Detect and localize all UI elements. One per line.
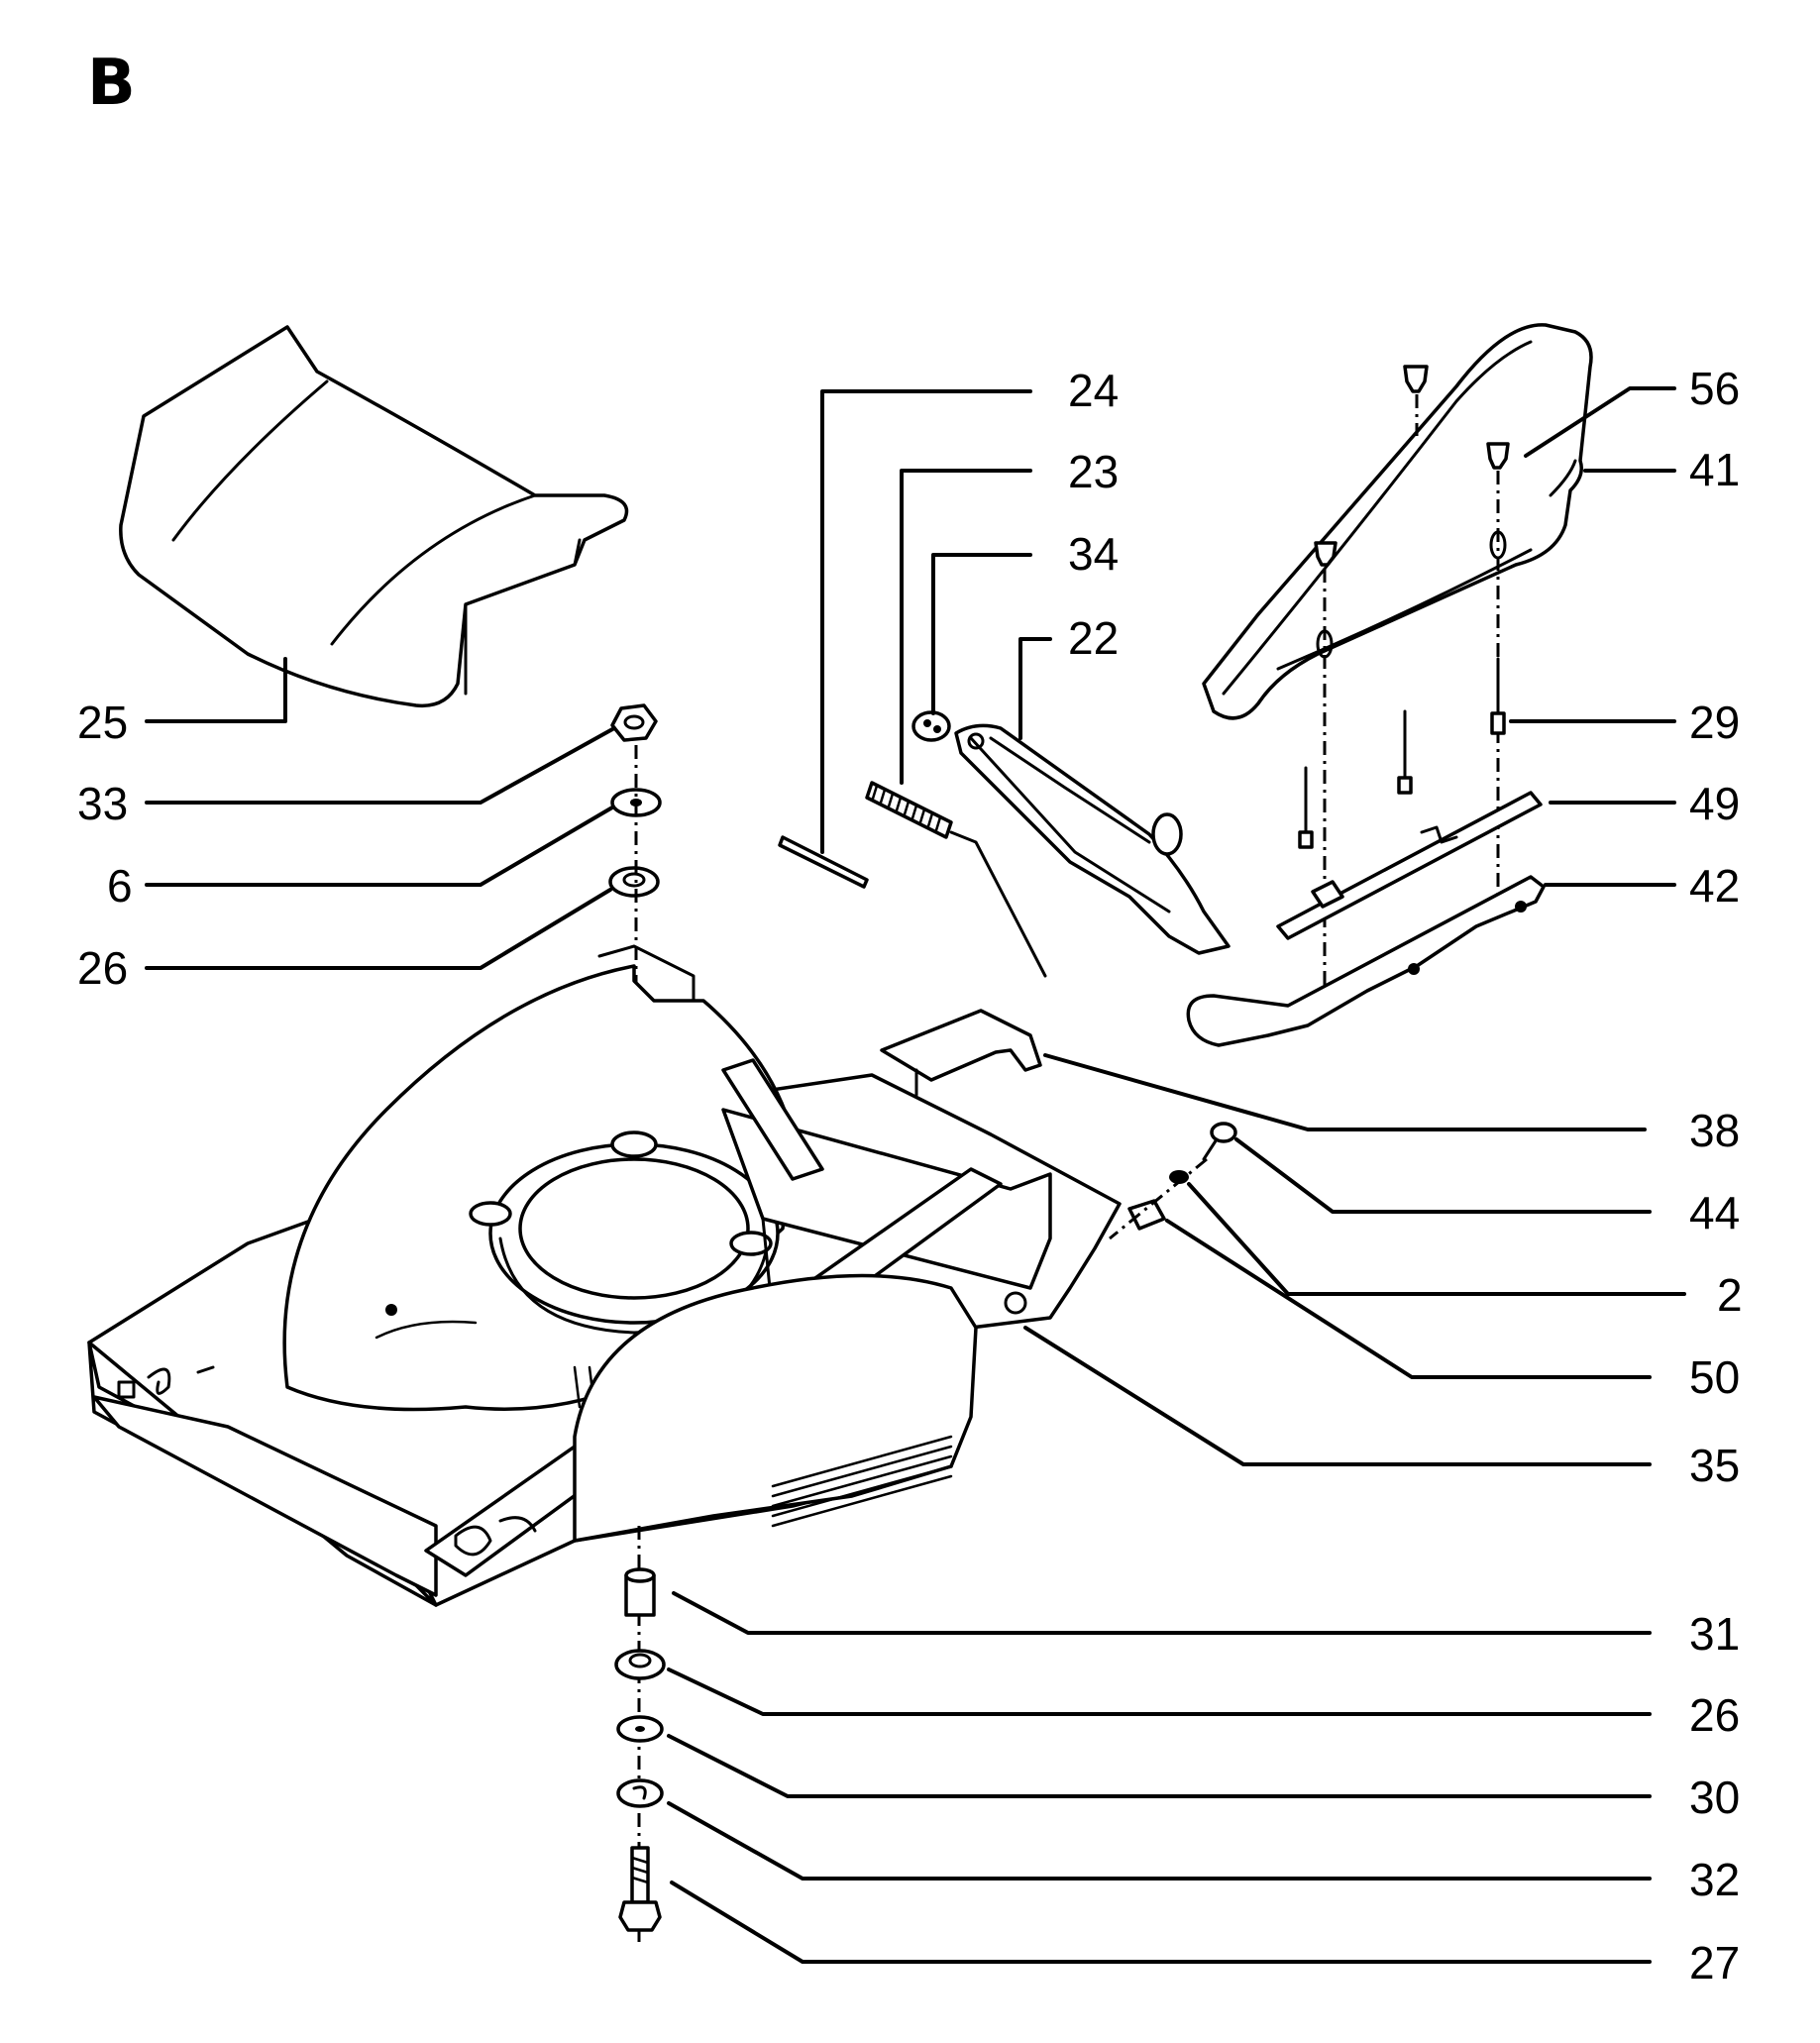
callout-41: 41 [1689, 444, 1740, 495]
part-31-spacer [624, 1567, 656, 1617]
callout-35: 35 [1689, 1440, 1740, 1491]
callout-56: 56 [1689, 363, 1740, 414]
callout-22: 22 [1068, 612, 1119, 664]
callout-44: 44 [1689, 1187, 1740, 1238]
callout-27: 27 [1689, 1937, 1740, 1989]
part-34-washer [911, 710, 951, 742]
part-26-bushing-lower [614, 1649, 666, 1680]
callout-34: 34 [1068, 528, 1119, 580]
callout-29: 29 [1689, 697, 1740, 748]
part-38-bracket [880, 1009, 1042, 1097]
part-2-washer [1169, 1170, 1189, 1184]
part-49-plate [1276, 791, 1543, 940]
callout-26-lower: 26 [1689, 1689, 1740, 1741]
callout-33: 33 [77, 778, 128, 829]
callout-23: 23 [1068, 446, 1119, 497]
part-27-bolt [618, 1846, 662, 1932]
part-44-bolt [1202, 1122, 1237, 1161]
leader-lines [145, 386, 1686, 1964]
part-30-washer [616, 1715, 664, 1743]
part-50-nut [1127, 1199, 1166, 1231]
callout-50: 50 [1689, 1351, 1740, 1403]
callout-38: 38 [1689, 1105, 1740, 1156]
section-letter: B [87, 47, 136, 120]
callout-32: 32 [1689, 1854, 1740, 1905]
callout-24: 24 [1068, 365, 1119, 416]
part-25-catcher-top [119, 325, 629, 708]
part-41-side-cover [1202, 323, 1593, 720]
callout-6: 6 [107, 860, 133, 912]
callout-31: 31 [1689, 1608, 1740, 1660]
callout-25: 25 [77, 697, 128, 748]
callout-42: 42 [1689, 860, 1740, 912]
callout-49: 49 [1689, 778, 1740, 829]
part-24-pin [778, 835, 869, 889]
callout-30: 30 [1689, 1772, 1740, 1823]
part-23-spring [865, 781, 1047, 978]
part-42-rail [1186, 875, 1546, 1047]
callout-labels: 24 23 34 22 56 41 25 33 6 26 29 49 42 38… [77, 363, 1743, 1989]
part-32-lock-washer [616, 1778, 664, 1808]
part-26-bushing-upper [608, 866, 660, 898]
part-35-deck [87, 944, 1122, 1607]
part-22-lever [954, 723, 1231, 955]
callout-2: 2 [1717, 1269, 1743, 1321]
part-33-nut [610, 703, 658, 742]
part-29-studs [1298, 657, 1506, 849]
callout-26-upper: 26 [77, 942, 128, 994]
